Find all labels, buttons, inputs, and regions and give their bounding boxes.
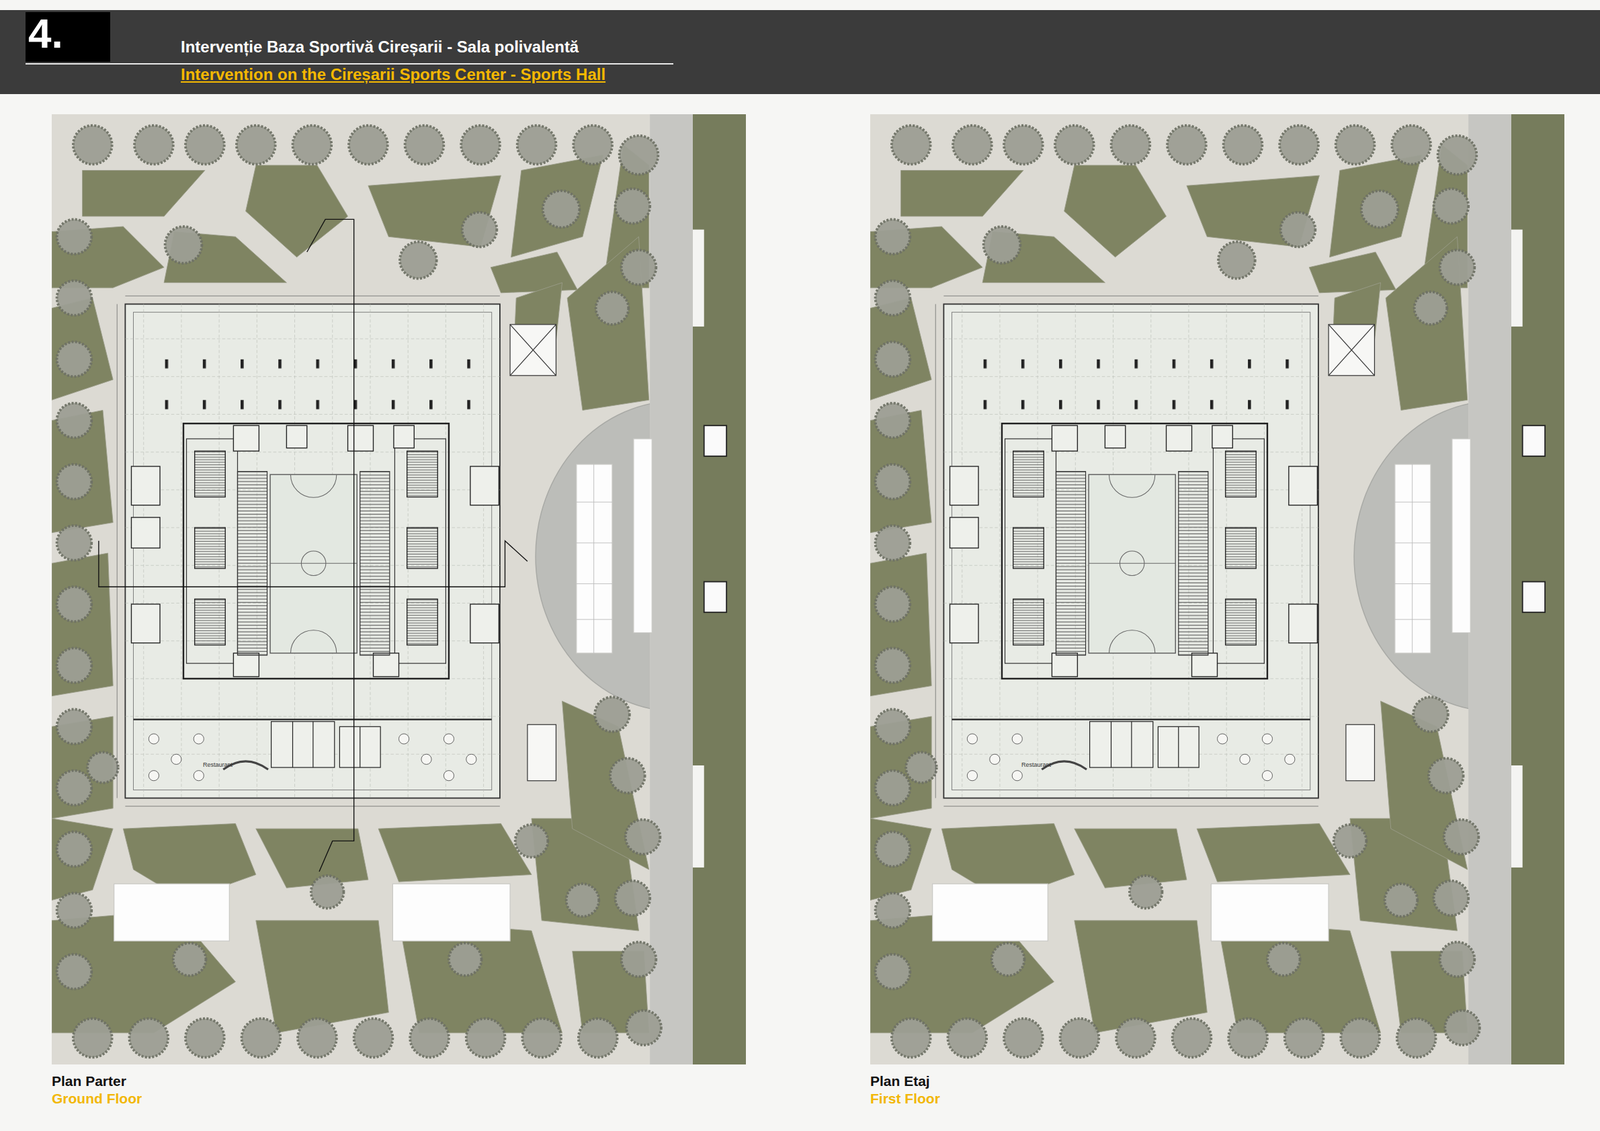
section-line-part	[98, 540, 528, 587]
section-number: 4.	[28, 9, 64, 58]
section-line	[98, 219, 528, 872]
floor-plan: Plan EtajFirst Floor	[870, 114, 1565, 1109]
plan-caption: Plan Parter	[51, 1072, 746, 1090]
plan-drawing	[51, 114, 746, 1065]
site-plan	[51, 114, 746, 1065]
subtitle: Intervention on the Cireșarii Sports Cen…	[180, 65, 606, 84]
plan-caption-translation: First Floor	[870, 1089, 1565, 1108]
plan-caption-translation: Ground Floor	[51, 1089, 746, 1108]
header-rule	[25, 63, 674, 65]
title: Intervenție Baza Sportivă Cireșarii - Sa…	[180, 37, 579, 57]
floor-plan: Plan ParterGround Floor	[51, 114, 746, 1109]
section-line-part	[307, 219, 355, 872]
room-label: Restaurant	[1021, 761, 1051, 769]
room-label: Restaurant	[202, 761, 233, 769]
plan-drawing	[870, 114, 1565, 1065]
site-plan	[870, 114, 1565, 1065]
plan-caption: Plan Etaj	[870, 1072, 1565, 1090]
